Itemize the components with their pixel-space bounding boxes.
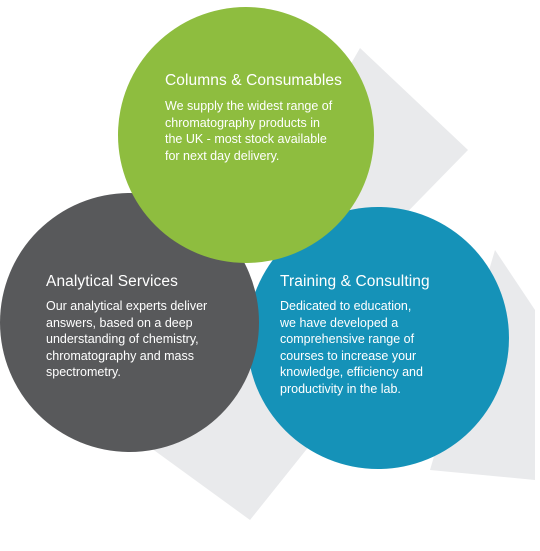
columns-consumables-description: We supply the widest range of chromatogr… <box>165 98 355 164</box>
description-line: productivity in the lab. <box>280 381 401 396</box>
analytical-services-title: Analytical Services <box>46 273 178 290</box>
description-line: Dedicated to education, <box>280 299 412 313</box>
columns-consumables-title: Columns & Consumables <box>165 72 342 89</box>
description-line: comprehensive range of <box>280 332 415 346</box>
description-line: the UK - most stock available <box>165 132 327 146</box>
training-consulting-description: Dedicated to education, we have develope… <box>280 298 470 397</box>
description-line: spectrometry. <box>46 365 121 379</box>
description-line: for next day delivery. <box>165 148 280 163</box>
description-line: understanding of chemistry, <box>46 332 199 346</box>
description-line: answers, based on a deep <box>46 315 193 330</box>
description-line: Our analytical experts deliver <box>46 299 208 313</box>
description-line: courses to increase your <box>280 348 417 363</box>
description-line: knowledge, efficiency and <box>280 365 423 379</box>
analytical-services-description: Our analytical experts deliver answers, … <box>46 298 231 381</box>
description-line: we have developed a <box>280 315 399 330</box>
description-line: chromatography products in <box>165 115 320 130</box>
description-line: chromatography and mass <box>46 348 194 363</box>
columns-consumables-circle <box>118 7 374 263</box>
training-consulting-title: Training & Consulting <box>280 273 430 290</box>
description-line: We supply the widest range of <box>165 99 333 113</box>
